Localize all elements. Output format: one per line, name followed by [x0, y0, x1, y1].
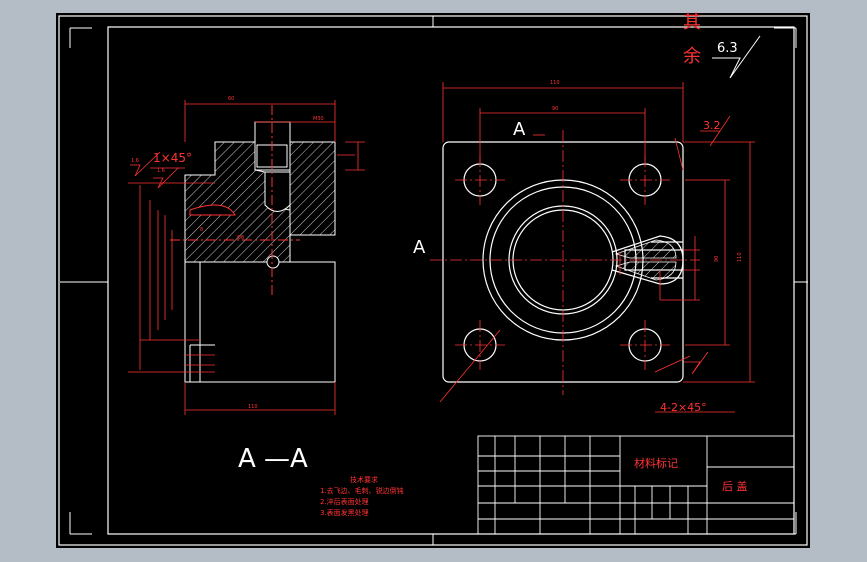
roughness-value: 6.3: [717, 41, 738, 56]
svg-text:60: 60: [228, 96, 234, 102]
roughness-small: 3.2: [703, 119, 721, 132]
tech-req-title: 技术要求: [350, 475, 378, 484]
section-view-title: A —A: [238, 444, 308, 474]
svg-text:110: 110: [737, 252, 743, 262]
svg-text:110: 110: [248, 404, 258, 410]
tech-req-item-3: 3.表面发黑处理: [320, 508, 369, 517]
svg-text:90: 90: [552, 106, 558, 112]
section-arrow-label: A: [413, 237, 426, 258]
svg-text:110: 110: [550, 80, 560, 86]
roughness-note-line1: 其: [683, 12, 701, 33]
left-section-view: [170, 105, 336, 383]
chamfer-note: 1×45°: [153, 151, 192, 165]
drawing-sheet: [56, 13, 810, 548]
hole-chamfer-note: 4-2×45°: [660, 401, 707, 414]
material-label: 材料标记: [634, 456, 678, 470]
hatched-body: [184, 141, 336, 263]
tech-req-item-1: 1.去飞边、毛刺、锐边倒钝: [320, 486, 404, 495]
side-cut-hatch: [614, 239, 677, 259]
roughness-symbol: 其 余 6.3: [683, 12, 761, 79]
svg-text:M30: M30: [313, 116, 324, 122]
svg-text:8: 8: [200, 227, 203, 233]
right-view-centerlines: [430, 130, 700, 395]
svg-text:1.6: 1.6: [157, 168, 165, 174]
part-name: 后 盖: [722, 479, 748, 493]
svg-text:1.6: 1.6: [131, 158, 139, 164]
inner-frame: [107, 26, 795, 535]
left-view-dim-text: 1×45° 60 M30 1.6 1.6 110 Φ8 8: [131, 96, 324, 410]
technical-requirements: 技术要求 1.去飞边、毛刺、锐边倒钝 2.淬后表面处理 3.表面发黑处理: [320, 475, 404, 517]
title-block-text: 材料标记 后 盖: [634, 456, 748, 493]
right-view-dimensions: [439, 82, 755, 413]
left-view-dimensions: [128, 100, 365, 415]
tech-req-item-2: 2.淬后表面处理: [320, 497, 369, 506]
title-block: [477, 435, 795, 535]
right-view-dim-text: A A 3.2 4-2×45° 110 90 110 90: [413, 80, 743, 414]
svg-text:Φ8: Φ8: [237, 235, 244, 241]
svg-text:90: 90: [714, 256, 720, 262]
roughness-note-line2: 余: [683, 46, 701, 67]
section-marker-label: A: [513, 119, 526, 140]
